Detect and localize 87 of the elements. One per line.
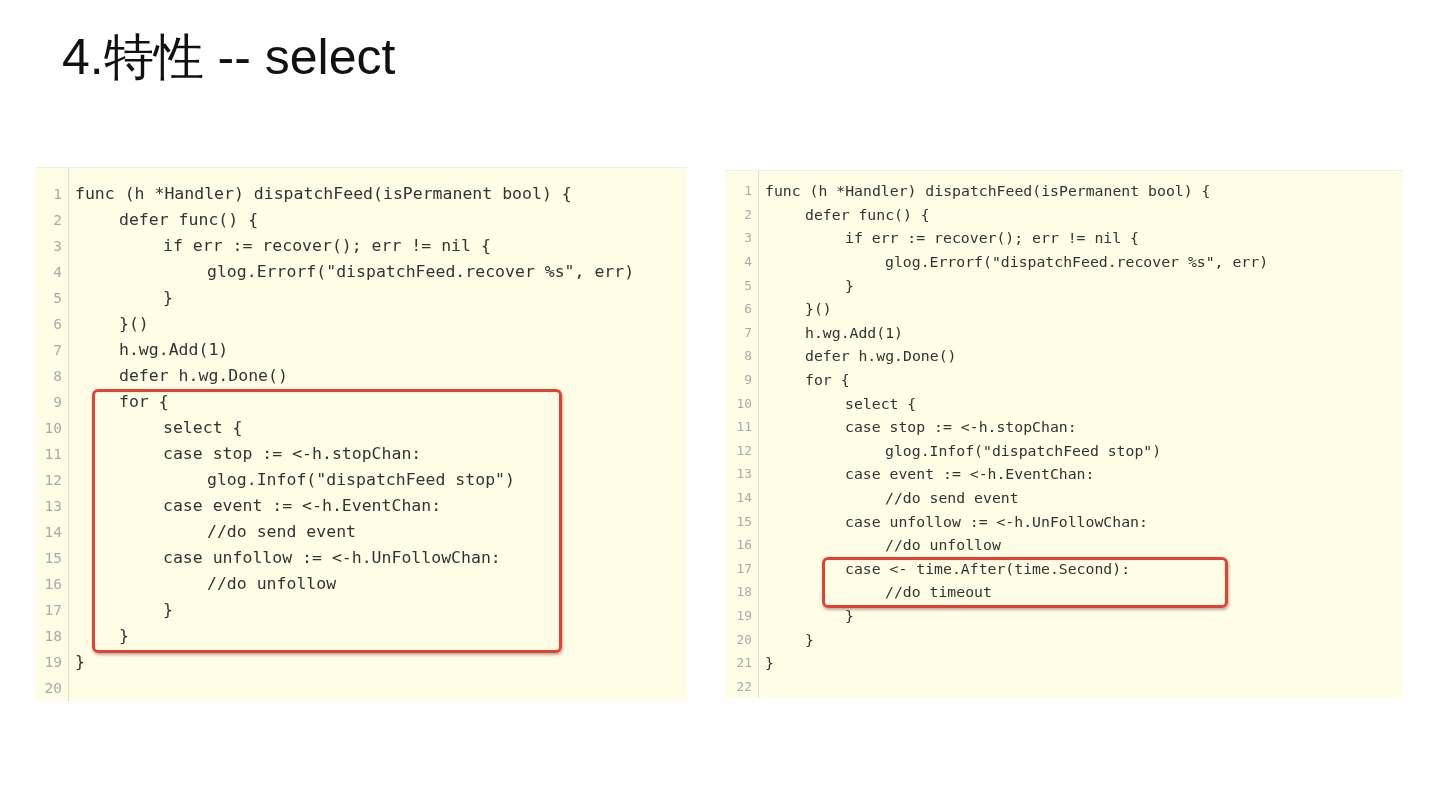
code-line: } (845, 275, 854, 296)
line-number: 4 (743, 253, 752, 271)
code-line: select { (845, 393, 917, 414)
code-line: }() (805, 299, 832, 320)
line-number: 16 (735, 536, 752, 555)
code-line: func (h *Handler) dispatchFeed(isPermanent bool) { (75, 183, 572, 205)
code-line: glog.Errorf("dispatchFeed.recover %s", err) (885, 252, 1269, 272)
code-line: if err := recover(); err != nil { (163, 235, 491, 257)
code-line: defer func() { (805, 204, 930, 225)
code-line: func (h *Handler) dispatchFeed(isPermanent bool) { (765, 181, 1211, 202)
line-number: 6 (743, 300, 752, 319)
line-number: 2 (743, 205, 752, 224)
line-number: 12 (43, 471, 62, 490)
line-number: 11 (735, 418, 752, 437)
line-number: 3 (743, 229, 752, 248)
line-number: 12 (735, 441, 752, 460)
code-line: glog.Infof("dispatchFeed stop") (885, 440, 1162, 461)
line-number: 15 (735, 512, 752, 531)
line-number: 20 (43, 679, 62, 698)
code-line: for { (805, 370, 850, 390)
line-number: 10 (43, 419, 62, 438)
code-line: } (845, 606, 854, 626)
code-line: } (765, 653, 774, 674)
highlight-box (92, 389, 562, 653)
line-number: 19 (43, 653, 62, 672)
code-line: glog.Errorf("dispatchFeed.recover %s", err) (207, 261, 635, 283)
code-panel (725, 170, 1403, 698)
line-number: 9 (52, 393, 62, 412)
line-number: 3 (52, 237, 62, 256)
line-number: 13 (735, 465, 752, 484)
line-number: 14 (735, 489, 752, 507)
code-line: case <- time.After(time.Second): (845, 558, 1131, 579)
code-line: } (163, 287, 173, 309)
line-number: 4 (52, 263, 62, 282)
code-line: select { (163, 417, 243, 439)
line-number: 2 (52, 211, 62, 230)
line-number: 8 (743, 347, 752, 366)
line-number: 21 (735, 654, 752, 673)
code-line: glog.Infof("dispatchFeed stop") (207, 469, 515, 491)
line-number: 7 (52, 341, 62, 360)
line-number: 14 (43, 523, 62, 542)
highlight-box (822, 557, 1228, 608)
code-line: case stop := <-h.stopChan: (845, 417, 1077, 438)
line-number: 18 (735, 583, 752, 602)
line-number: 13 (43, 497, 62, 516)
slide-title: 4.特性 -- select (62, 28, 396, 87)
code-line: //do unfollow (885, 535, 1001, 556)
code-line: } (805, 629, 814, 650)
line-number: 17 (43, 601, 62, 620)
code-line: } (119, 625, 129, 647)
code-panel (35, 167, 687, 701)
line-number: 6 (52, 315, 62, 334)
code-line: case unfollow := <-h.UnFollowChan: (163, 547, 501, 569)
code-line: //do unfollow (207, 573, 337, 595)
code-line: if err := recover(); err != nil { (845, 228, 1139, 249)
code-line: }() (119, 313, 149, 335)
line-number: 20 (735, 630, 752, 649)
line-number: 15 (43, 549, 62, 568)
code-line: case stop := <-h.stopChan: (163, 443, 422, 465)
code-line: case event := <-h.EventChan: (163, 495, 442, 517)
line-number: 9 (743, 371, 752, 389)
code-line: h.wg.Add(1) (119, 339, 229, 361)
code-line: defer h.wg.Done() (119, 365, 288, 387)
line-number: 22 (735, 677, 752, 696)
code-line: defer h.wg.Done() (805, 346, 957, 367)
line-number: 8 (52, 367, 62, 386)
code-line: case unfollow := <-h.UnFollowChan: (845, 511, 1148, 532)
line-number: 10 (735, 394, 752, 413)
code-line: case event := <-h.EventChan: (845, 464, 1095, 485)
code-line: defer func() { (119, 209, 259, 231)
code-line: //do timeout (885, 582, 992, 603)
line-number: 7 (743, 323, 752, 342)
code-line: } (163, 599, 173, 621)
line-number: 16 (43, 575, 62, 594)
line-number: 5 (743, 276, 752, 295)
line-number: 19 (735, 607, 752, 625)
code-line: for { (119, 391, 169, 413)
line-number: 11 (43, 445, 62, 464)
code-line: h.wg.Add(1) (805, 322, 903, 343)
code-line: } (75, 651, 85, 673)
line-number: 1 (743, 182, 752, 201)
line-number: 18 (43, 627, 62, 646)
line-number: 1 (52, 185, 62, 204)
code-line: //do send event (885, 488, 1019, 508)
code-line: //do send event (207, 521, 356, 543)
line-number: 17 (735, 559, 752, 578)
line-number: 5 (52, 289, 62, 308)
